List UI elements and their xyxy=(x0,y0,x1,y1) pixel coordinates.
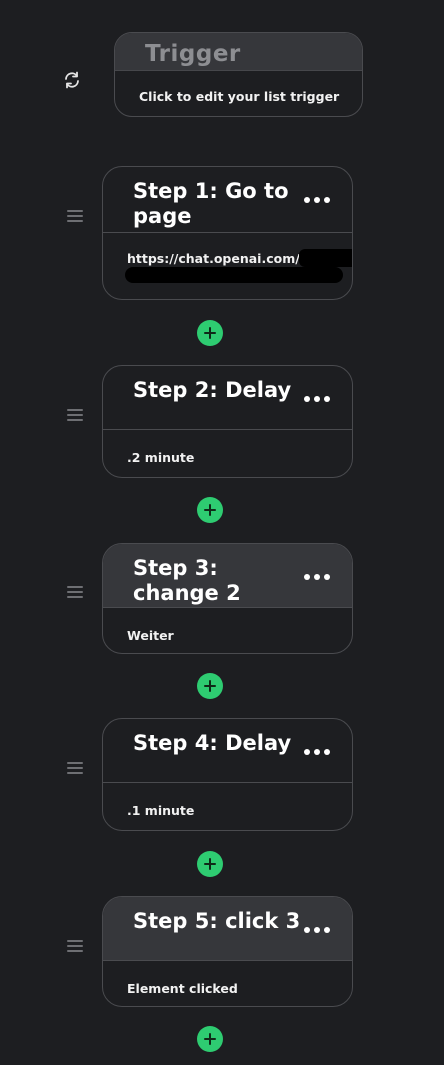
add-step-button[interactable] xyxy=(197,1026,223,1052)
add-step-button[interactable] xyxy=(197,851,223,877)
step-detail: .2 minute xyxy=(127,450,195,465)
trigger-subtitle: Click to edit your list trigger xyxy=(139,89,340,104)
step-detail: .1 minute xyxy=(127,803,195,818)
step-title: Step 2: Delay xyxy=(133,378,292,402)
step-title: Step 4: Delay xyxy=(133,731,292,755)
drag-handle-icon[interactable] xyxy=(67,940,83,952)
step-title: Step 5: click 3 xyxy=(133,909,301,933)
more-options-icon[interactable] xyxy=(304,197,330,203)
step-header xyxy=(103,366,352,430)
drag-handle-icon[interactable] xyxy=(67,586,83,598)
trigger-header xyxy=(115,33,362,71)
add-step-button[interactable] xyxy=(197,497,223,523)
step-header xyxy=(103,897,352,961)
step-header xyxy=(103,167,352,233)
drag-handle-icon[interactable] xyxy=(67,762,83,774)
step-card-3[interactable]: Step 3: change 2 Weiter xyxy=(102,543,353,654)
add-step-button[interactable] xyxy=(197,320,223,346)
more-options-icon[interactable] xyxy=(304,396,330,402)
more-options-icon[interactable] xyxy=(304,574,330,580)
step-card-2[interactable]: Step 2: Delay .2 minute xyxy=(102,365,353,478)
redaction-mark xyxy=(125,267,343,283)
trigger-title: Trigger xyxy=(145,41,241,67)
add-step-button[interactable] xyxy=(197,673,223,699)
step-card-1[interactable]: Step 1: Go to page https://chat.openai.c… xyxy=(102,166,353,300)
step-detail: Weiter xyxy=(127,628,174,643)
step-detail: https://chat.openai.com/c/ xyxy=(127,251,312,266)
drag-handle-icon[interactable] xyxy=(67,210,83,222)
redaction-mark xyxy=(299,249,352,267)
refresh-icon[interactable] xyxy=(62,70,82,90)
more-options-icon[interactable] xyxy=(304,749,330,755)
more-options-icon[interactable] xyxy=(304,927,330,933)
step-title: Step 3: change 2 xyxy=(133,556,241,605)
step-card-5[interactable]: Step 5: click 3 Element clicked xyxy=(102,896,353,1007)
drag-handle-icon[interactable] xyxy=(67,409,83,421)
trigger-card[interactable]: Trigger Click to edit your list trigger xyxy=(114,32,363,117)
step-title: Step 1: Go to page xyxy=(133,179,289,228)
step-detail: Element clicked xyxy=(127,981,238,996)
step-header xyxy=(103,719,352,783)
step-card-4[interactable]: Step 4: Delay .1 minute xyxy=(102,718,353,831)
step-header xyxy=(103,544,352,608)
